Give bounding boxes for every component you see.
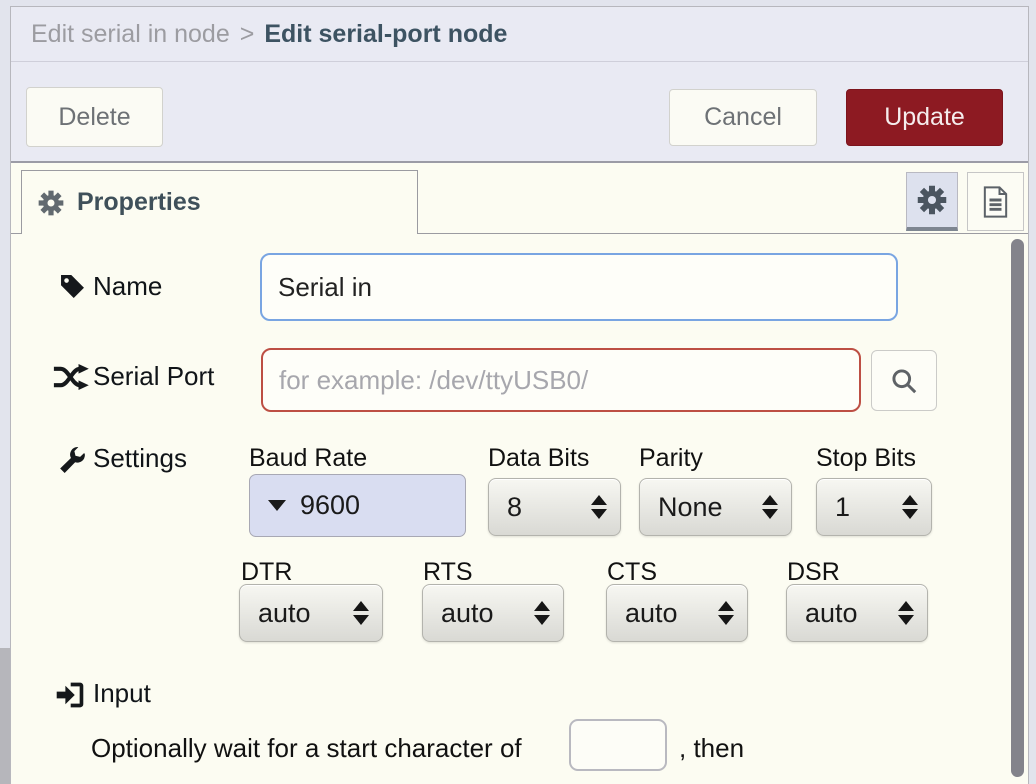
edit-node-dialog: Edit serial in node > Edit serial-port n… bbox=[10, 6, 1029, 784]
search-icon bbox=[890, 367, 918, 395]
stop-bits-value: 1 bbox=[835, 491, 851, 522]
update-button[interactable]: Update bbox=[846, 89, 1003, 146]
parity-label: Parity bbox=[639, 444, 703, 472]
form-scrollbar[interactable] bbox=[1011, 239, 1024, 777]
chevron-down-icon bbox=[268, 500, 286, 511]
baud-rate-label: Baud Rate bbox=[249, 444, 368, 472]
dsr-value: auto bbox=[805, 597, 858, 628]
delete-button[interactable]: Delete bbox=[26, 87, 163, 147]
tag-icon bbox=[59, 273, 86, 300]
select-spinner-icon bbox=[718, 601, 734, 625]
settings-label: Settings bbox=[93, 443, 187, 473]
name-input[interactable] bbox=[260, 253, 898, 321]
serial-port-lookup-button[interactable] bbox=[871, 350, 937, 411]
rts-label: RTS bbox=[423, 558, 473, 586]
dialog-header: Edit serial in node > Edit serial-port n… bbox=[11, 7, 1028, 62]
data-bits-value: 8 bbox=[507, 491, 523, 522]
tab-bar-divider bbox=[11, 233, 1028, 234]
rts-select[interactable]: auto bbox=[422, 584, 564, 642]
cts-select[interactable]: auto bbox=[606, 584, 748, 642]
start-character-input[interactable] bbox=[569, 719, 667, 771]
gear-icon bbox=[917, 185, 947, 215]
shuffle-icon bbox=[53, 364, 89, 390]
serial-port-input[interactable] bbox=[261, 348, 861, 412]
parity-value: None bbox=[658, 491, 723, 522]
cancel-button[interactable]: Cancel bbox=[669, 89, 817, 146]
cts-value: auto bbox=[625, 597, 678, 628]
document-icon bbox=[982, 185, 1009, 218]
name-label: Name bbox=[93, 271, 163, 301]
node-properties-button[interactable] bbox=[906, 172, 958, 231]
baud-rate-value: 9600 bbox=[300, 490, 361, 520]
select-spinner-icon bbox=[353, 601, 369, 625]
dialog-toolbar: Delete Cancel Update bbox=[11, 62, 1028, 163]
data-bits-label: Data Bits bbox=[488, 444, 590, 472]
dtr-label: DTR bbox=[241, 558, 293, 586]
node-description-button[interactable] bbox=[967, 172, 1024, 231]
select-spinner-icon bbox=[902, 495, 918, 519]
select-spinner-icon bbox=[898, 601, 914, 625]
breadcrumb-separator: > bbox=[239, 19, 255, 48]
parity-select[interactable]: None bbox=[639, 478, 792, 536]
select-spinner-icon bbox=[762, 495, 778, 519]
gear-icon bbox=[38, 190, 64, 216]
input-section-label: Input bbox=[93, 678, 151, 708]
tab-properties-label: Properties bbox=[77, 188, 201, 216]
serial-port-label: Serial Port bbox=[93, 361, 215, 391]
rts-value: auto bbox=[441, 597, 494, 628]
wait-then-text: , then bbox=[679, 733, 745, 763]
baud-rate-dropdown[interactable]: 9600 bbox=[249, 474, 466, 537]
tab-properties[interactable]: Properties bbox=[21, 170, 418, 234]
dtr-value: auto bbox=[258, 597, 311, 628]
wait-start-text: Optionally wait for a start character of bbox=[91, 733, 522, 763]
dsr-label: DSR bbox=[787, 558, 840, 586]
wrench-icon bbox=[57, 445, 87, 475]
dtr-select[interactable]: auto bbox=[239, 584, 383, 642]
breadcrumb-parent[interactable]: Edit serial in node bbox=[31, 19, 230, 48]
stop-bits-label: Stop Bits bbox=[816, 444, 917, 472]
dsr-select[interactable]: auto bbox=[786, 584, 928, 642]
page-title: Edit serial-port node bbox=[264, 19, 508, 48]
page-left-scrollbar[interactable] bbox=[0, 648, 10, 784]
sign-in-icon bbox=[56, 681, 84, 709]
select-spinner-icon bbox=[591, 495, 607, 519]
select-spinner-icon bbox=[534, 601, 550, 625]
data-bits-select[interactable]: 8 bbox=[488, 478, 621, 536]
cts-label: CTS bbox=[607, 558, 657, 586]
stop-bits-select[interactable]: 1 bbox=[816, 478, 932, 536]
